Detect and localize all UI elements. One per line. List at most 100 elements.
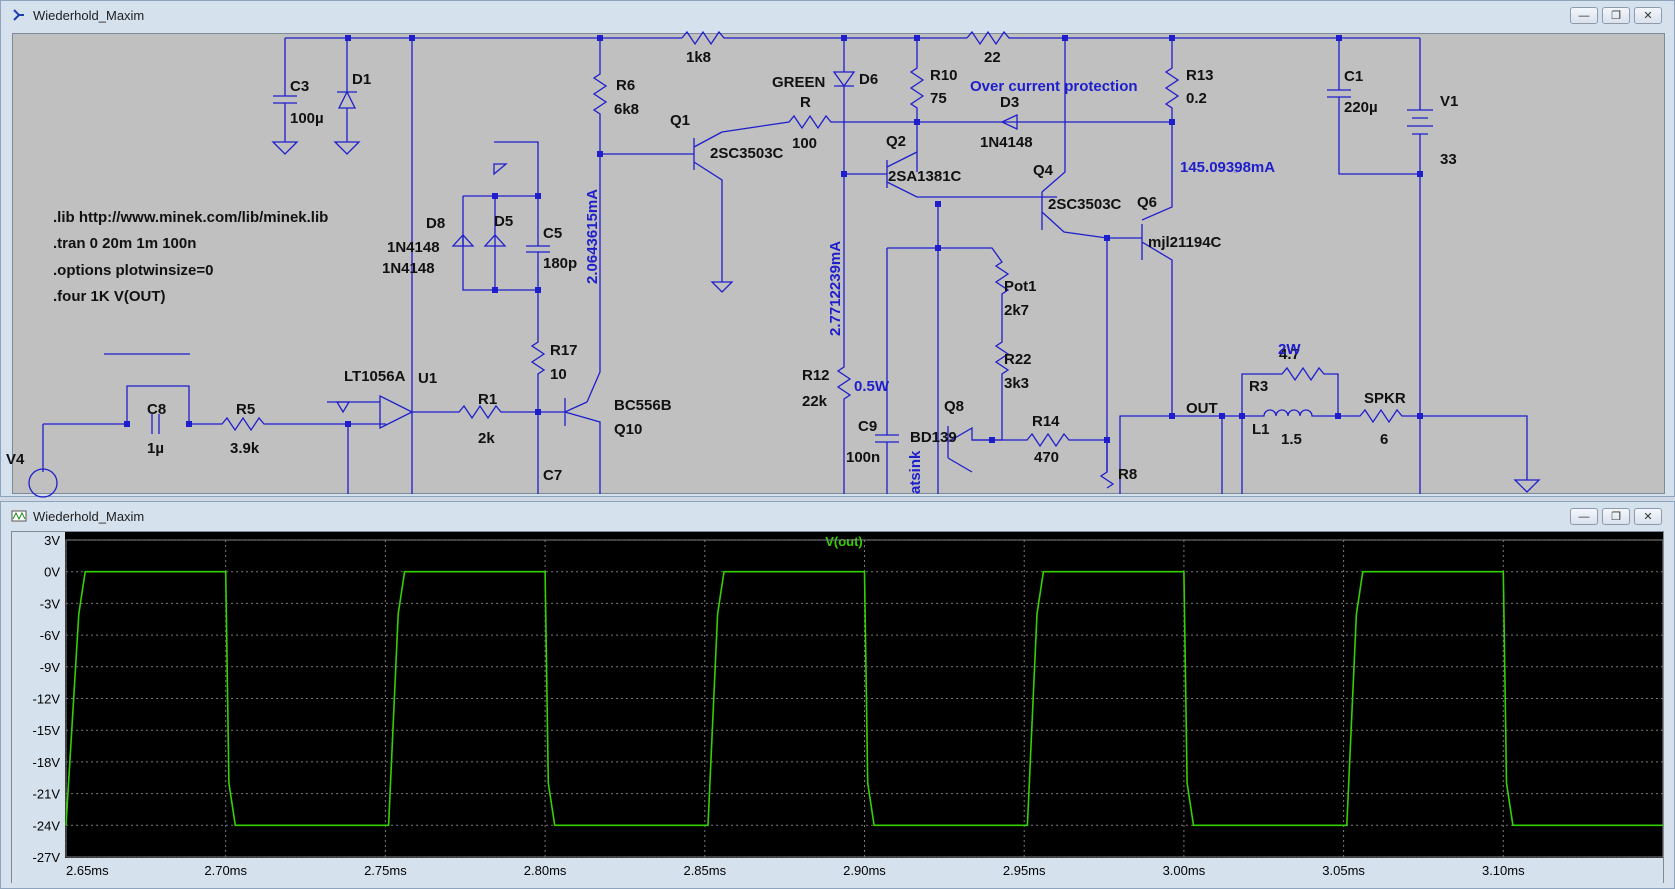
label-r10: R10 (930, 67, 958, 84)
annotation-0-5w: 0.5W (854, 378, 890, 395)
waveform-chart[interactable]: V(out) 3V0V-3V-6V-9V-12V-15V-18V-21V-24V… (12, 532, 1664, 888)
current-label-r12: 2.7712239mA (827, 241, 844, 336)
y-tick-label: -12V (33, 692, 61, 707)
y-tick-label: -27V (33, 850, 61, 865)
x-tick-label: 3.00ms (1163, 863, 1206, 878)
label-c3-val: 100µ (290, 110, 324, 127)
label-r12: R12 (802, 367, 830, 384)
schematic-window-title: Wiederhold_Maxim (33, 8, 145, 23)
label-u1: U1 (418, 370, 437, 387)
minimize-button[interactable]: — (1570, 508, 1598, 525)
label-c3: C3 (290, 78, 309, 95)
trace-vout[interactable] (65, 570, 1663, 827)
label-r17-val: 10 (550, 366, 567, 383)
schematic-window: Wiederhold_Maxim — ❐ ✕ (0, 0, 1675, 498)
label-out: OUT (1186, 400, 1218, 417)
label-v4: V4 (6, 451, 25, 468)
schematic-drawing: 1k8 22 GREEN D6 C3 100µ D1 R6 6k8 Q1 2SC… (6, 30, 1541, 498)
label-q6: Q6 (1137, 194, 1157, 211)
current-label-q6: 145.09398mA (1180, 159, 1275, 176)
label-r13-val: 0.2 (1186, 90, 1207, 107)
plot-window-title: Wiederhold_Maxim (33, 509, 145, 524)
x-tick-label: 2.70ms (204, 863, 247, 878)
label-r6-val: 6k8 (614, 101, 639, 118)
directive-lib[interactable]: .lib http://www.minek.com/lib/minek.lib (53, 209, 328, 226)
label-r8: R8 (1118, 466, 1137, 483)
label-q10: Q10 (614, 421, 642, 438)
y-tick-label: -18V (33, 755, 61, 770)
restore-button[interactable]: ❐ (1602, 7, 1630, 24)
label-pot1-val: 2k7 (1004, 302, 1029, 319)
x-tick-label: 2.80ms (524, 863, 567, 878)
annotation-2w: 2W (1278, 341, 1301, 358)
schematic-titlebar[interactable]: Wiederhold_Maxim — ❐ ✕ (1, 1, 1674, 29)
y-tick-label: -9V (40, 660, 61, 675)
minimize-button[interactable]: — (1570, 7, 1598, 24)
label-c1: C1 (1344, 68, 1363, 85)
label-q10-model: BC556B (614, 397, 672, 414)
plot-titlebar[interactable]: Wiederhold_Maxim — ❐ ✕ (1, 502, 1674, 530)
label-q1-model: 2SC3503C (710, 145, 784, 162)
close-button[interactable]: ✕ (1634, 508, 1662, 525)
label-r-1k8: 1k8 (686, 49, 711, 66)
directive-four[interactable]: .four 1K V(OUT) (53, 288, 166, 305)
label-q4: Q4 (1033, 162, 1054, 179)
label-d3-model: 1N4148 (980, 134, 1033, 151)
annotation-heatsink: atsink (907, 450, 924, 494)
label-c5: C5 (543, 225, 562, 242)
label-r1-val: 2k (478, 430, 495, 447)
y-tick-label: -24V (33, 818, 61, 833)
label-d1: D1 (352, 71, 371, 88)
label-r22-val: 3k3 (1004, 375, 1029, 392)
close-button[interactable]: ✕ (1634, 7, 1662, 24)
x-tick-label: 2.65ms (66, 863, 109, 878)
label-v1: V1 (1440, 93, 1458, 110)
x-tick-label: 3.10ms (1482, 863, 1525, 878)
label-c9: C9 (858, 418, 877, 435)
label-r5-val: 3.9k (230, 440, 260, 457)
label-green: GREEN (772, 74, 825, 91)
label-d8: D8 (426, 215, 445, 232)
label-c5-val: 180p (543, 255, 577, 272)
label-v1-val: 33 (1440, 151, 1457, 168)
plot-grid (65, 539, 1664, 858)
label-d6: D6 (859, 71, 878, 88)
x-tick-label: 3.05ms (1322, 863, 1365, 878)
x-tick-label: 2.85ms (683, 863, 726, 878)
y-tick-label: -6V (40, 628, 61, 643)
label-r14-val: 470 (1034, 449, 1059, 466)
label-q2: Q2 (886, 133, 906, 150)
current-label-r6: 2.0643615mA (584, 189, 601, 284)
label-r17: R17 (550, 342, 578, 359)
label-r22: R22 (1004, 351, 1032, 368)
annotation-ocp: Over current protection (970, 78, 1138, 95)
label-spkr: SPKR (1364, 390, 1406, 407)
label-r13: R13 (1186, 67, 1214, 84)
label-r1: R1 (478, 391, 497, 408)
label-l1: L1 (1252, 421, 1270, 438)
restore-button[interactable]: ❐ (1602, 508, 1630, 525)
label-d5: D5 (494, 213, 513, 230)
label-c1-val: 220µ (1344, 99, 1378, 116)
cursor-icon: ▫ (1234, 166, 1237, 176)
label-pot1: Pot1 (1004, 278, 1037, 295)
y-axis-strip (12, 532, 65, 882)
label-r14: R14 (1032, 413, 1060, 430)
label-q8: Q8 (944, 398, 964, 415)
label-c8: C8 (147, 401, 166, 418)
directive-tran[interactable]: .tran 0 20m 1m 100n (53, 235, 196, 252)
label-r3-val: 4.7 (1279, 346, 1300, 363)
directive-options[interactable]: .options plotwinsize=0 (53, 262, 213, 279)
y-tick-label: 0V (44, 565, 60, 580)
label-spkr-val: 6 (1380, 431, 1388, 448)
label-q6-model: mjl21194C (1148, 234, 1222, 251)
label-c8-val: 1µ (147, 440, 164, 457)
label-r-val: 100 (792, 135, 817, 152)
x-tick-label: 2.95ms (1003, 863, 1046, 878)
schematic-canvas[interactable]: 1k8 22 GREEN D6 C3 100µ D1 R6 6k8 Q1 2SC… (6, 30, 1665, 498)
label-d3: D3 (1000, 94, 1019, 111)
label-r6: R6 (616, 77, 635, 94)
trace-label-vout[interactable]: V(out) (825, 534, 863, 549)
